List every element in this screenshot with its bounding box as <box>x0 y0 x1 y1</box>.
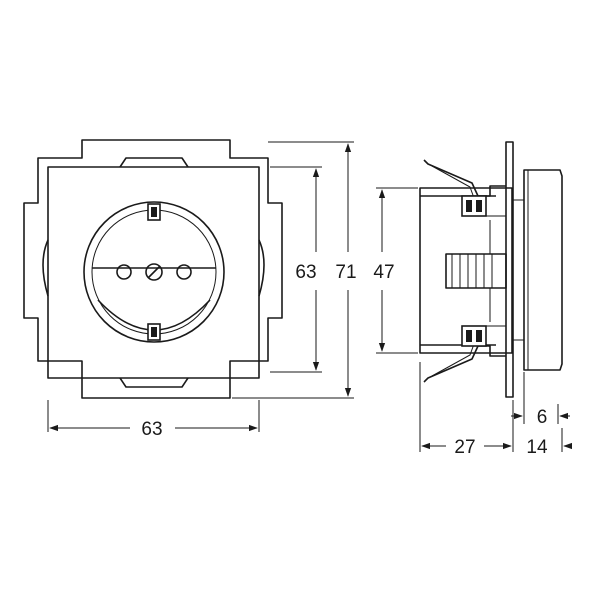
right-pin-hole <box>176 264 192 280</box>
right-side-clip <box>258 239 265 297</box>
side-view <box>419 141 563 398</box>
bottom-tab <box>119 377 189 388</box>
cover-plate <box>47 166 260 379</box>
lower-terminal <box>461 325 487 347</box>
socket-inner-recess <box>92 267 216 331</box>
front-outer-height-dimension: 71 <box>232 141 357 399</box>
mounting-frame-outline <box>23 139 283 399</box>
center-screw <box>145 263 163 281</box>
side-height-label: 47 <box>373 262 394 283</box>
front-width-dimension: 63 <box>47 400 260 440</box>
side-depth-dimension: 27 <box>419 362 514 458</box>
side-height-dimension: 47 <box>373 187 418 354</box>
left-pin-hole <box>116 264 132 280</box>
front-inner-height-label: 63 <box>295 262 316 283</box>
socket-outer-ring <box>83 201 225 343</box>
front-width-label: 63 <box>141 419 162 440</box>
left-side-clip <box>42 239 49 297</box>
top-tab <box>119 157 189 168</box>
lower-claw <box>423 345 506 383</box>
bottom-earth-contact-inner <box>151 327 157 337</box>
front-outer-height-label: 71 <box>335 262 356 283</box>
front-inner-height-dimension: 63 <box>270 166 322 373</box>
upper-claw <box>423 159 506 197</box>
upper-claw-inner <box>431 165 475 199</box>
front-view <box>23 139 283 399</box>
center-screw-slot <box>147 265 161 279</box>
side-depth-label: 27 <box>454 437 475 458</box>
side-plate-front-dimension: 6 <box>511 372 570 428</box>
side-plate-total-dimension: 14 <box>526 428 573 458</box>
upper-terminal <box>461 195 487 217</box>
top-earth-contact-inner <box>151 207 157 217</box>
side-plate-total-label: 14 <box>526 437 548 458</box>
side-insert-body <box>419 187 513 354</box>
side-plate-front-label: 6 <box>537 407 548 428</box>
lower-claw-inner <box>431 343 475 377</box>
side-cover-plate <box>523 169 563 371</box>
